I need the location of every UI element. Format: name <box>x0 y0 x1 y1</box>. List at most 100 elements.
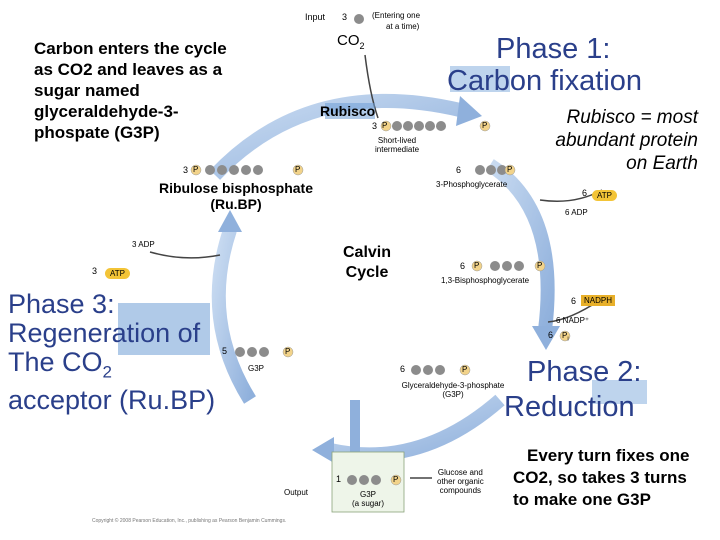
atp-in-count: 6 <box>582 188 588 198</box>
g3p-label: Glyceraldehyde-3-phosphate (G3P) <box>398 381 508 399</box>
intro-note-line2: as CO2 and leaves as a <box>34 60 223 79</box>
output-g3p-molecule <box>347 474 402 486</box>
output-p: P <box>393 475 399 484</box>
rubp-p-left: P <box>193 165 199 174</box>
bpg-label: 1,3-Bisphosphoglycerate <box>441 276 530 285</box>
output-g3p-line1: G3P <box>359 490 376 499</box>
arrowhead-bottom <box>312 437 334 463</box>
bpg-count: 6 <box>460 261 466 271</box>
regen-atp-count: 3 <box>92 266 98 276</box>
short-lived-count: 3 <box>372 121 378 131</box>
rubp-line1: Ribulose bisphosphate <box>158 180 313 196</box>
nadp-label: 6 NADP⁺ <box>556 316 590 325</box>
g3p-recycle-molecule <box>235 346 294 358</box>
rubisco-note-line3: on Earth <box>626 153 698 174</box>
phase3-highlight <box>118 303 210 355</box>
nadph-label: NADPH <box>581 295 616 307</box>
co2-label: CO2 <box>337 32 365 51</box>
rubp-molecule <box>190 164 304 176</box>
regen-atp-arrow <box>149 251 221 259</box>
adp-out-label: 6 ADP <box>565 208 588 217</box>
output-g3p-label: G3P (a sugar) <box>338 490 398 508</box>
phase3-line1: Phase 3: <box>8 289 115 319</box>
co2-count: 3 <box>342 12 348 22</box>
g3p-label-line2: (G3P) <box>442 390 464 400</box>
calvin-line2: Cycle <box>345 264 389 281</box>
calvin-line1: Calvin <box>342 244 391 261</box>
co2-molecule <box>354 14 364 24</box>
phase3-line2: Regeneration of <box>8 318 201 348</box>
three-pg-count: 6 <box>456 165 462 175</box>
rubisco-note-line2: abundant protein <box>555 130 698 151</box>
pi-label: Pi <box>562 331 569 343</box>
bpg-p-left: P <box>474 261 480 270</box>
glucose-line2: other organic <box>437 477 484 487</box>
calvin-cycle-label: Calvin Cycle <box>332 243 402 283</box>
atp-in-badge: ATP <box>592 185 617 203</box>
glucose-line1: Glucose and <box>437 468 483 477</box>
three-pg-label: 3-Phosphoglycerate <box>436 180 508 189</box>
rubisco-note: Rubisco = most abundant protein on Earth <box>530 106 698 175</box>
phase3-line4: acceptor (Ru.BP) <box>8 385 216 416</box>
rubp-label: Ribulose bisphosphate (Ru.BP) <box>138 180 334 212</box>
short-lived-line1: Short-lived <box>377 136 417 145</box>
intro-note-line3: sugar named <box>34 81 140 100</box>
g3p-count: 6 <box>400 364 406 374</box>
regen-atp-badge: ATP <box>105 263 130 281</box>
rubp-line2: (Ru.BP) <box>210 196 262 212</box>
g3p-label-line1: Glyceraldehyde-3-phosphate <box>401 381 505 390</box>
arrowhead-top <box>456 96 482 126</box>
input-label: Input <box>305 12 326 22</box>
copyright: Copyright © 2008 Pearson Education, Inc.… <box>92 518 287 524</box>
input-note-line2: at a time) <box>386 22 420 31</box>
turn-note-line3: to make one G3P <box>513 490 651 509</box>
phase3-line3: The CO2 <box>8 347 112 382</box>
nadph-count: 6 <box>571 296 577 306</box>
three-pg-molecule <box>475 164 516 176</box>
three-pg-p: P <box>507 165 513 174</box>
cycle-arc-left <box>211 227 256 404</box>
short-lived-p-right: P <box>482 121 488 130</box>
short-lived-label: Short-lived intermediate <box>375 136 419 154</box>
short-lived-line2: intermediate <box>375 145 420 155</box>
cycle-arc-right <box>486 159 555 331</box>
g3p-recycle-p: P <box>285 347 291 356</box>
turn-note-line1: Every turn fixes one <box>527 446 690 465</box>
glucose-label: Glucose and other organic compounds <box>437 468 484 496</box>
output-count: 1 <box>336 474 342 484</box>
bpg-molecule <box>471 260 546 272</box>
co2-input-arrow <box>364 54 379 119</box>
g3p-recycle-label: G3P <box>248 364 265 373</box>
bpg-p-right: P <box>537 261 543 270</box>
intro-note-line1: Carbon enters the cycle <box>34 39 227 58</box>
arrowhead-left <box>218 210 242 232</box>
glucose-line3: compounds <box>439 486 482 496</box>
g3p-recycle-count: 5 <box>222 346 228 356</box>
output-g3p-line2: (a sugar) <box>351 499 384 509</box>
rubisco-label: Rubisco <box>320 103 376 119</box>
phase2-title: Phase 2: <box>527 356 642 388</box>
phase1-highlight <box>450 66 510 92</box>
rubisco-note-line1: Rubisco = most <box>566 107 698 128</box>
intro-note-line4: glyceraldehyde-3- <box>34 102 179 121</box>
short-lived-molecule <box>380 120 491 132</box>
phase2-subtitle: Reduction <box>504 391 635 423</box>
turn-note: Every turn fixes one CO2, so takes 3 tur… <box>513 445 690 511</box>
atp-in-label: ATP <box>592 190 617 201</box>
turn-note-line2: CO2, so takes 3 turns <box>513 468 687 487</box>
intro-note: Carbon enters the cycle as CO2 and leave… <box>34 38 227 143</box>
phase1-subtitle: Carbon fixation <box>447 65 643 97</box>
phase3-title: Phase 3: Regeneration of The CO2 accepto… <box>8 290 215 415</box>
input-note-line1: (Entering one <box>372 11 421 20</box>
regen-adp-label: 3 ADP <box>132 240 155 249</box>
pi-count: 6 <box>548 330 554 340</box>
intro-note-line5: phospate (G3P) <box>34 123 160 142</box>
phase2-highlight <box>592 380 647 404</box>
short-lived-p-left: P <box>382 121 388 130</box>
arrowhead-right <box>532 326 560 350</box>
regen-atp-label: ATP <box>105 268 130 279</box>
phase1-title: Phase 1: <box>496 33 611 65</box>
rubp-count: 3 <box>183 165 189 175</box>
g3p-p: P <box>462 365 468 374</box>
